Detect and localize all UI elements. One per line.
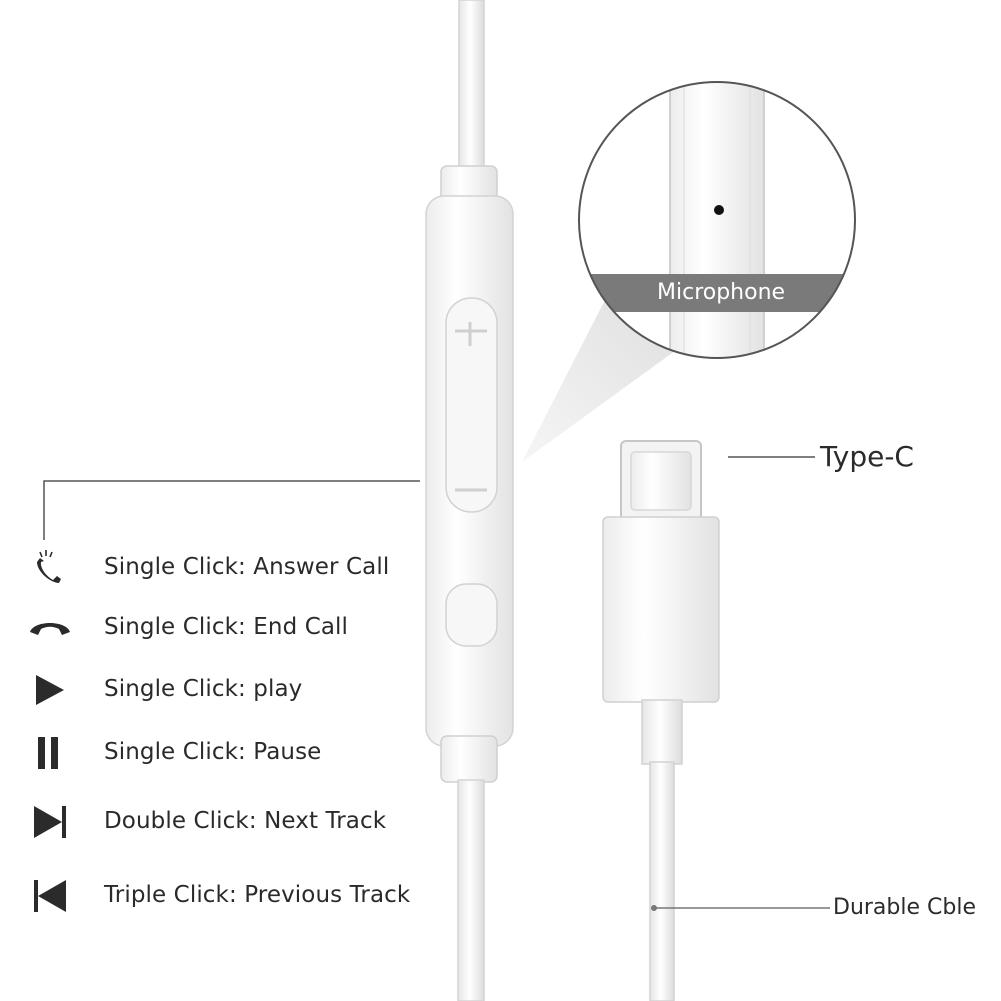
microphone-band [579, 274, 855, 312]
feature-leader-line [43, 480, 420, 540]
microphone-label: Microphone [657, 280, 786, 305]
feature-label: Single Click: play [104, 676, 303, 702]
center-button [445, 583, 498, 647]
feature-end-call: Single Click: End Call [28, 608, 448, 648]
type-c-strain-relief [641, 699, 683, 765]
feature-label: Double Click: Next Track [104, 808, 387, 834]
feature-label: Triple Click: Previous Track [104, 882, 411, 908]
pause-icon [38, 737, 58, 769]
feature-pause: Single Click: Pause [28, 733, 448, 773]
cable-bottom [457, 779, 485, 1001]
type-c-label: Type-C [820, 440, 914, 473]
durable-cable-label: Durable Cble [833, 895, 976, 920]
remote-collar-bottom [440, 735, 498, 783]
phone-answer-icon [37, 550, 61, 583]
feature-answer-call: Single Click: Answer Call [28, 548, 448, 588]
phone-hangup-icon [30, 623, 70, 635]
microphone-hole [714, 205, 724, 215]
feature-label: Single Click: Answer Call [104, 554, 390, 580]
cable-top [458, 0, 485, 171]
feature-play: Single Click: play [28, 670, 448, 710]
type-c-connector [602, 440, 720, 1001]
type-c-cable [649, 761, 675, 1001]
play-icon [36, 675, 64, 705]
type-c-housing [602, 516, 720, 703]
volume-rocker [445, 297, 498, 513]
previous-track-icon [34, 880, 66, 912]
feature-label: Single Click: End Call [104, 614, 349, 640]
feature-label: Single Click: Pause [104, 739, 322, 765]
next-track-icon [34, 806, 66, 838]
microphone-magnifier [578, 81, 856, 359]
feature-previous-track: Triple Click: Previous Track [28, 876, 448, 916]
feature-next-track: Double Click: Next Track [28, 802, 448, 842]
